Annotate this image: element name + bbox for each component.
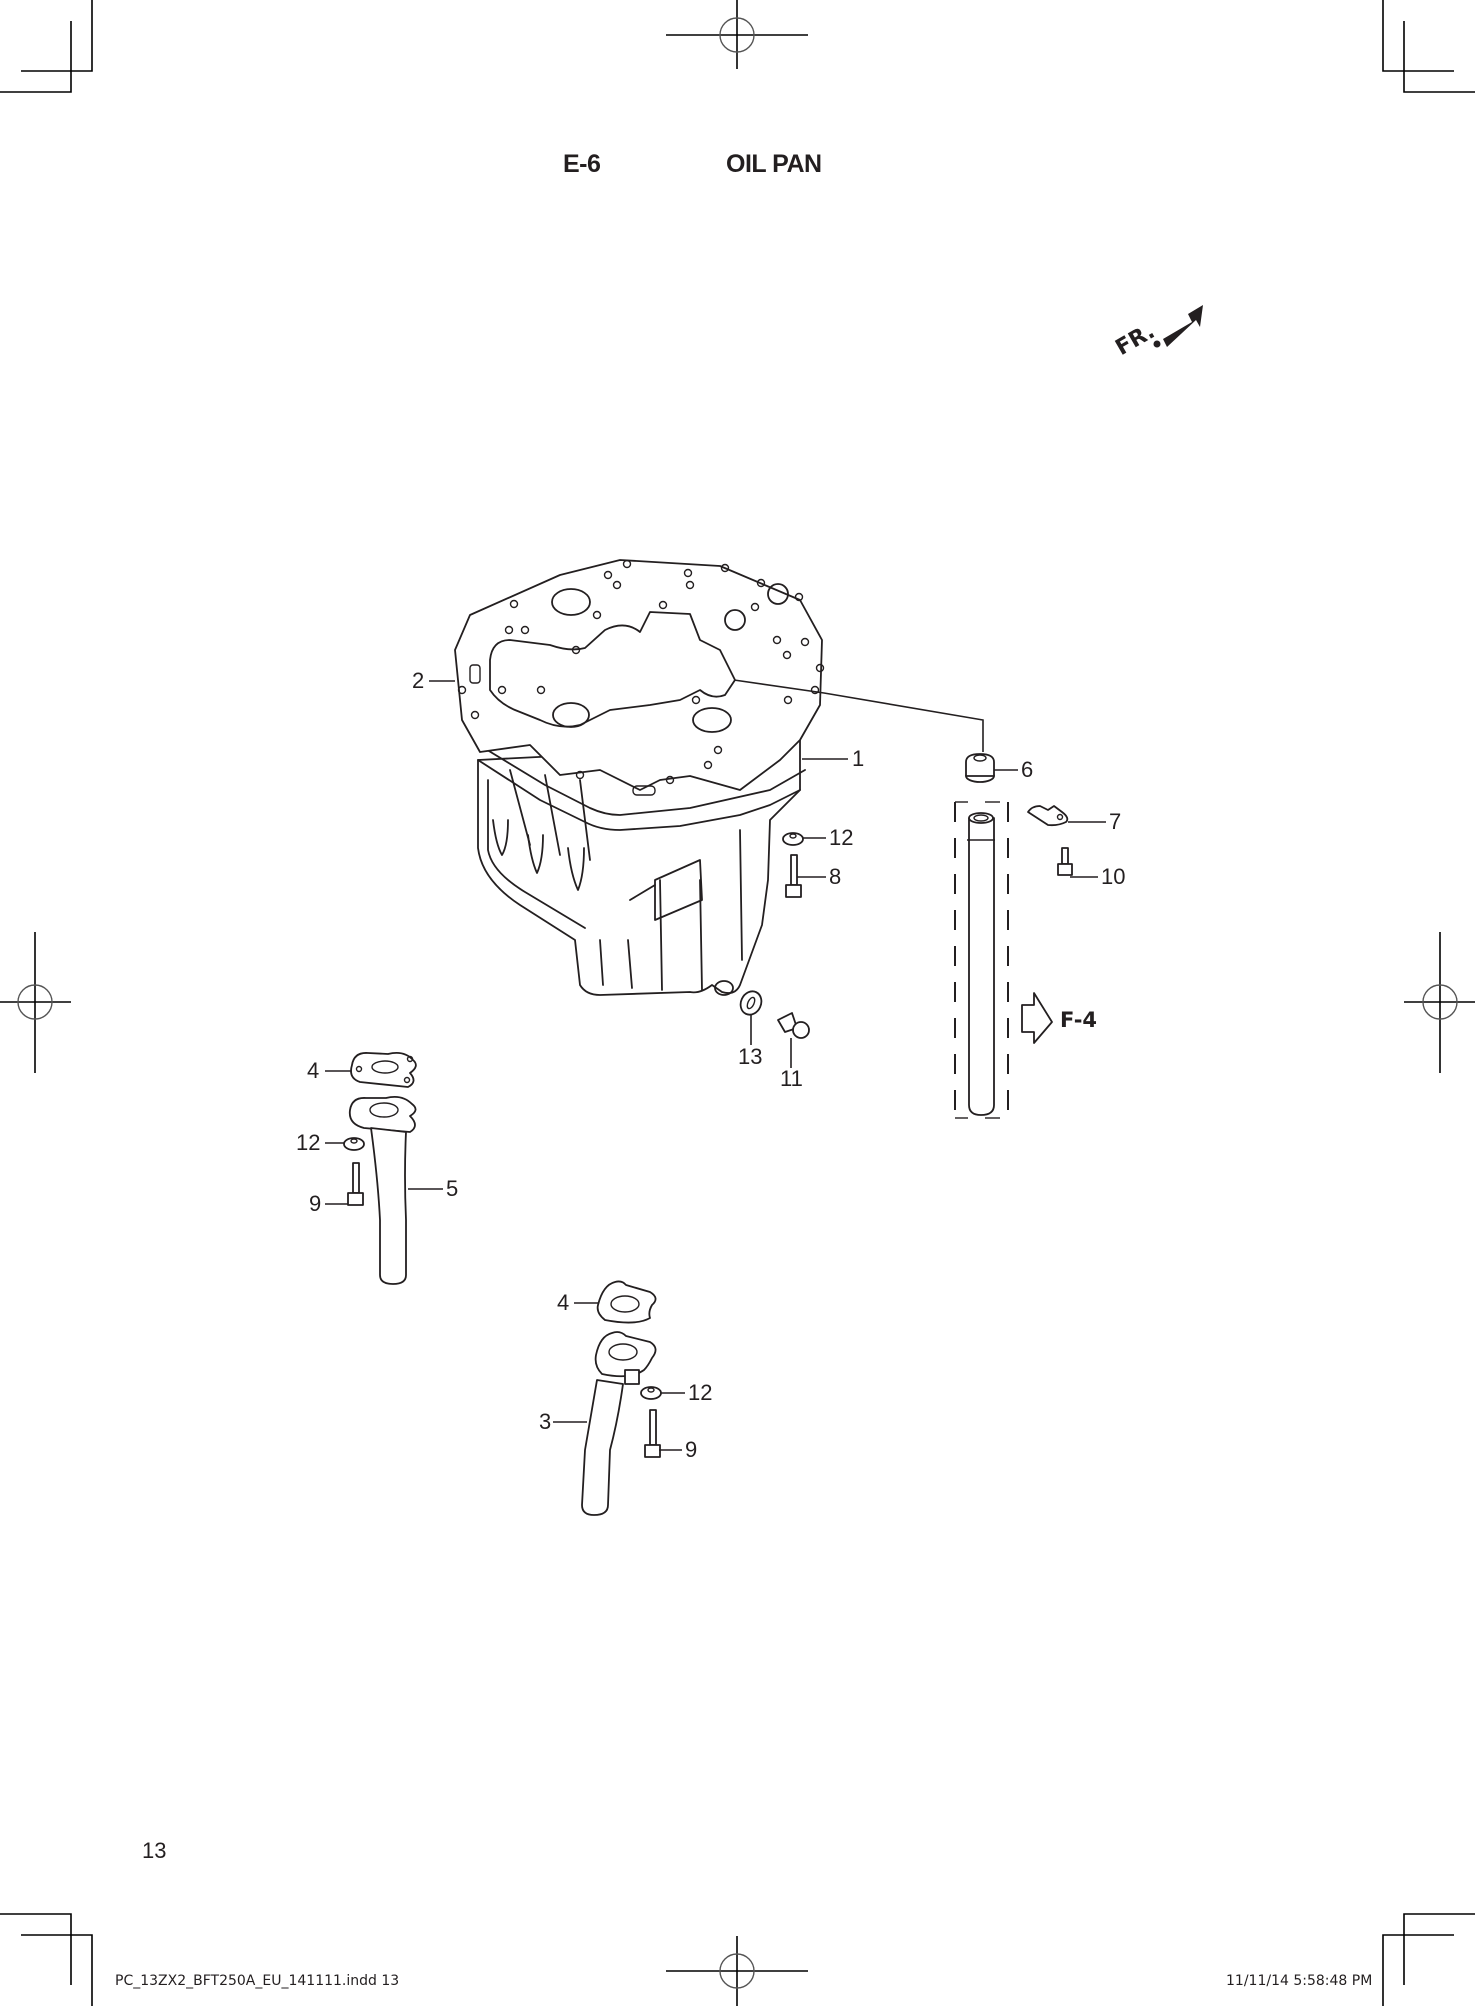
callout-6: 6 <box>1021 757 1034 782</box>
page-number: 13 <box>142 1838 167 1863</box>
callout-2: 2 <box>412 668 425 693</box>
callout-13: 13 <box>738 1044 763 1069</box>
dipstick-guide-assembly <box>954 753 1073 1119</box>
callout-8: 8 <box>829 864 842 889</box>
callout-10: 10 <box>1101 864 1126 889</box>
reference-arrow-icon <box>1021 992 1053 1044</box>
callout-11: 11 <box>780 1066 803 1091</box>
callout-1: 1 <box>852 746 865 771</box>
callout-7: 7 <box>1109 809 1122 834</box>
oil-pan-part-1 <box>477 739 806 996</box>
callout-12: 12 <box>829 825 854 850</box>
cross-reference-link[interactable]: F-4 <box>1060 1008 1098 1032</box>
section-title: OIL PAN <box>726 150 822 178</box>
print-timestamp: 11/11/14 5:58:48 PM <box>1226 1973 1373 1989</box>
callout-9: 9 <box>309 1191 322 1216</box>
pipe-assembly-bottom <box>581 1280 662 1516</box>
front-direction-arrow-icon <box>1153 305 1203 348</box>
callout-12: 12 <box>296 1130 321 1155</box>
file-slug: PC_13ZX2_BFT250A_EU_141111.indd 13 <box>115 1973 400 1989</box>
callout-3: 3 <box>539 1409 552 1434</box>
callout-4: 4 <box>307 1058 320 1083</box>
registration-target-top <box>666 0 808 69</box>
callout-5: 5 <box>446 1176 459 1201</box>
registration-target-left <box>0 932 71 1073</box>
callout-9: 9 <box>685 1437 698 1462</box>
callout-4: 4 <box>557 1290 570 1315</box>
dipstick-location-leader <box>733 679 984 752</box>
registration-target-right <box>1404 932 1475 1073</box>
callout-leaders <box>325 680 1106 1451</box>
pipe-assembly-left <box>343 1051 417 1285</box>
callout-12: 12 <box>688 1380 713 1405</box>
section-code: E-6 <box>563 150 601 178</box>
pan-hardware <box>739 832 810 1039</box>
registration-target-bottom <box>666 1936 808 2006</box>
